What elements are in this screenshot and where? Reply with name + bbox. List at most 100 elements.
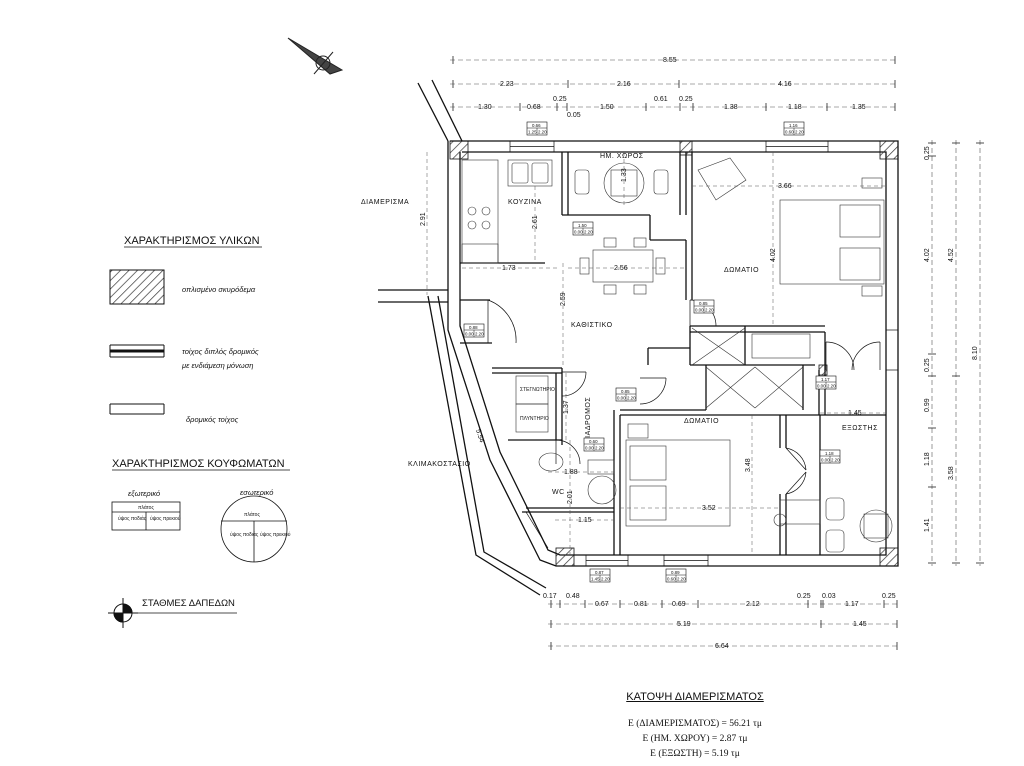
opening-width-door-wc: 0.60 [589, 439, 598, 444]
opening-sill-door-entrance: 0.00 [465, 332, 474, 337]
dim-corridor-length: 1.37 [563, 400, 570, 414]
dim-bottom-detail-7: 0.25 [797, 593, 811, 600]
opening-sill-window-bedroom2: 0.60 [667, 577, 676, 582]
dim-top-mid-1: 2.23 [500, 81, 514, 88]
legend-concrete-label: οπλισμένο σκυρόδεμα [182, 285, 256, 294]
dim-right-mid-2: 3.58 [948, 466, 955, 480]
dim-right-inner-6: 1.41 [924, 518, 931, 532]
dim-top-small-2: 0.61 [654, 96, 668, 103]
opening-sill-door-wc: 0.00 [585, 446, 594, 451]
opening-lintel-door-balcony: 2.20 [827, 384, 836, 389]
opening-width-door-semi-open: 1.50 [578, 223, 587, 228]
opening-sill-door-corridor: 0.00 [617, 396, 626, 401]
dim-bottom-detail-1: 0.17 [543, 593, 557, 600]
dim-top-detail-5: 1.18 [788, 104, 802, 111]
top-dimension-ticks [452, 56, 896, 111]
opening-sill-window-bedroom1: 0.60 [785, 130, 794, 135]
dim-right-inner-4: 0.99 [924, 398, 931, 412]
bottom-dimensions [548, 603, 900, 647]
area-semi-open: Ε (ΗΜ. ΧΩΡΟΥ) = 2.87 τμ [642, 734, 748, 744]
right-dimensions [931, 140, 981, 566]
opening-width-door-balcony2: 1.18 [825, 451, 834, 456]
label-washer: ΠΛΥΝΤΗΡΙΟ [520, 416, 549, 422]
opening-width-door-bedroom1: 0.85 [699, 301, 708, 306]
opening-sill-door-semi-open: 0.00 [574, 230, 583, 235]
label-wc: WC [552, 489, 565, 496]
dim-bottom-detail-6: 2.12 [746, 601, 760, 608]
dim-wc-width: 1.88 [564, 469, 578, 476]
dim-top-mid-3: 4.16 [778, 81, 792, 88]
legend-single-wall-label: δρομικός τοίχος [186, 415, 239, 424]
label-apartment: ΔΙΑΜΕΡΙΣΜΑ [361, 199, 409, 206]
dim-bottom-detail-10: 0.25 [882, 593, 896, 600]
dim-wc-height: 2.01 [567, 490, 574, 504]
plan-title: ΚΑΤΟΨΗ ΔΙΑΜΕΡΙΣΜΑΤΟΣ [626, 691, 764, 703]
opening-lintel-window-wc: 2.20 [601, 577, 610, 582]
opening-width-window-bedroom2: 0.89 [671, 570, 680, 575]
level-marker-icon [108, 598, 237, 628]
dim-bottom-detail-9: 1.17 [845, 601, 859, 608]
legend-double-wall-label-2: με ενδιάμεση μόνωση [181, 361, 253, 370]
dim-right-inner-1: 0.25 [924, 146, 931, 160]
area-summary: ΚΑΤΟΨΗ ΔΙΑΜΕΡΙΣΜΑΤΟΣ Ε (ΔΙΑΜΕΡΙΣΜΑΤΟΣ) =… [560, 690, 830, 762]
dim-kitchen-height: 2.91 [420, 212, 427, 226]
dim-top-detail-1: 1.30 [478, 104, 492, 111]
furniture [461, 157, 893, 553]
label-kitchen: ΚΟΥΖΙΝΑ [508, 199, 542, 206]
opening-lintel-door-entrance: 2.20 [475, 332, 484, 337]
dim-right-inner-2: 4.02 [924, 248, 931, 262]
opening-width-door-entrance: 0.88 [469, 325, 478, 330]
label-dryer: ΣΤΕΓΝΩΤΗΡΙΟ [520, 387, 555, 393]
dim-top-detail-4: 1.38 [724, 104, 738, 111]
opening-sill-window-wc: 1.45 [591, 577, 600, 582]
legend-interior-circle [220, 495, 288, 563]
dim-top-mid-2: 2.16 [617, 81, 631, 88]
legend-levels-label: ΣΤΑΘΜΕΣ ΔΑΠΕΔΩΝ [142, 598, 235, 609]
dim-living-width: 2.56 [614, 265, 628, 272]
legend-exterior-width: πλάτος [138, 504, 154, 511]
dim-bedroom1-width: 3.66 [778, 183, 792, 190]
opening-lintel-door-semi-open: 2.20 [584, 230, 593, 235]
label-bedroom1: ΔΩΜΑΤΙΟ [724, 267, 759, 274]
legend-interior-label: εσωτερικό [240, 488, 273, 497]
doors [487, 299, 881, 549]
opening-width-window-wc: 0.87 [595, 570, 604, 575]
dim-bottom-detail-5: 0.69 [672, 601, 686, 608]
dim-bottom-detail-8: 0.03 [822, 593, 836, 600]
windows [509, 140, 899, 567]
dim-right-mid-1: 4.52 [948, 248, 955, 262]
right-dimension-ticks [928, 142, 984, 564]
opening-lintel-door-corridor: 2.20 [627, 396, 636, 401]
opening-width-window-bedroom1: 1.16 [789, 123, 798, 128]
legend-interior-width: πλάτος [244, 511, 260, 518]
opening-lintel-door-wc: 2.20 [595, 446, 604, 451]
dim-bottom-mid-2: 1.45 [853, 621, 867, 628]
dim-top-total: 8.55 [663, 57, 677, 64]
dim-bottom-detail-4: 0.81 [634, 601, 648, 608]
label-bedroom2: ΔΩΜΑΤΙΟ [684, 418, 719, 425]
label-semi-open: ΗΜ. ΧΩΡΟΣ [600, 153, 644, 160]
dim-bottom-mid-1: 5.19 [677, 621, 691, 628]
dim-top-detail-6: 1.35 [852, 104, 866, 111]
legend-concrete-swatch [109, 269, 165, 305]
opening-lintel-door-balcony2: 2.20 [831, 458, 840, 463]
area-balcony: Ε (ΕΞΩΣΤΗ) = 5.19 τμ [650, 749, 740, 759]
opening-width-window-kitchen: 0.66 [532, 123, 541, 128]
label-stairwell: ΚΛΙΜΑΚΟΣΤΑΣΙΟ [408, 461, 471, 468]
dim-right-inner-5: 1.18 [924, 452, 931, 466]
opening-width-door-corridor: 0.85 [621, 389, 630, 394]
dim-top-detail-2: 0.68 [527, 104, 541, 111]
label-balcony: ΕΞΩΣΤΗΣ [842, 425, 878, 432]
dim-living-height: 2.59 [560, 292, 567, 306]
bottom-dimension-ticks [550, 600, 898, 650]
